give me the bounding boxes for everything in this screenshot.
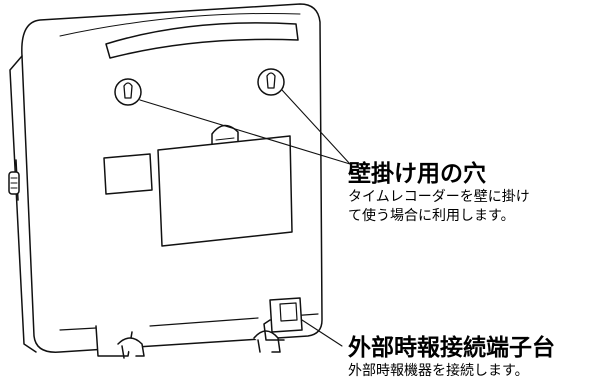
wall-hole-right xyxy=(257,68,285,96)
top-handle xyxy=(105,22,299,59)
wall-hole-callout: 壁掛け用の穴 タイムレコーダーを壁に掛け て使う場合に利用します。 xyxy=(348,160,530,226)
wall-hole-title: 壁掛け用の穴 xyxy=(348,160,486,187)
leader-line-left-hole xyxy=(139,99,351,165)
foot-left xyxy=(95,325,145,359)
terminal-callout: 外部時報接続端子台 外部時報機器を接続します。 xyxy=(348,334,555,381)
leader-lines xyxy=(139,89,351,347)
device-side xyxy=(9,55,37,353)
back-cover-panel xyxy=(157,135,293,247)
wall-hole-left xyxy=(114,78,142,106)
terminal-title: 外部時報接続端子台 xyxy=(348,334,555,361)
leader-line-terminal xyxy=(301,319,343,347)
foot-right xyxy=(253,330,281,353)
terminal-description-line-1: 外部時報機器を接続します。 xyxy=(348,363,529,379)
external-terminal-block xyxy=(263,297,303,341)
back-opening xyxy=(103,153,153,195)
leader-line-right-hole xyxy=(281,89,351,165)
wall-hole-description-line-2: て使う場合に利用します。 xyxy=(348,208,515,224)
wall-hole-description-line-1: タイムレコーダーを壁に掛け xyxy=(348,189,530,205)
